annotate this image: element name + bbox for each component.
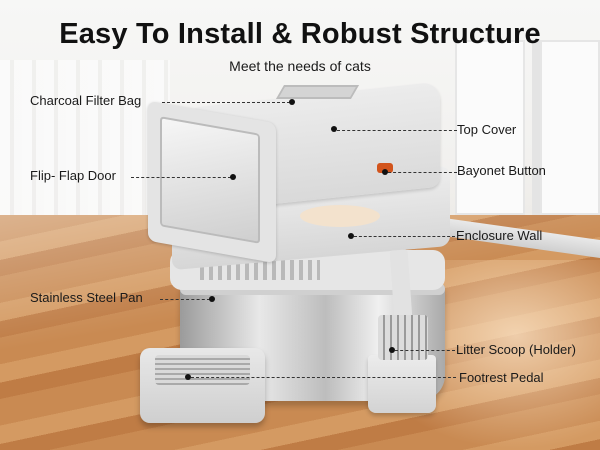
bayonet-button-image — [377, 163, 393, 173]
callout-label-enclosure-wall: Enclosure Wall — [456, 228, 543, 243]
charcoal-filter-bag-image — [275, 85, 360, 99]
callout-label-litter-scoop-holder: Litter Scoop (Holder) — [456, 342, 576, 357]
callout-label-top-cover: Top Cover — [457, 122, 517, 137]
callout-leader-line — [191, 377, 456, 378]
background-window-pane — [540, 40, 600, 215]
callout-dot — [348, 233, 354, 239]
callout-label-charcoal-filter-bag: Charcoal Filter Bag — [30, 93, 142, 108]
callout-dot — [331, 126, 337, 132]
callout-label-bayonet-button: Bayonet Button — [457, 163, 546, 178]
callout-dot — [230, 174, 236, 180]
litter-scoop-blade — [378, 315, 428, 360]
callout-dot — [382, 169, 388, 175]
callout-leader-line — [354, 236, 455, 237]
callout-dot — [185, 374, 191, 380]
callout-leader-line — [395, 350, 455, 351]
callout-leader-line — [337, 130, 457, 131]
callout-label-stainless-steel-pan: Stainless Steel Pan — [30, 290, 143, 305]
background-window-pane — [455, 40, 525, 215]
callout-label-flip-flap-door: Flip- Flap Door — [30, 168, 116, 183]
callout-leader-line — [388, 172, 457, 173]
flip-flap-door-glass — [160, 116, 260, 244]
callout-dot — [209, 296, 215, 302]
callout-label-footrest-pedal: Footrest Pedal — [459, 370, 544, 385]
callout-leader-line — [160, 299, 210, 300]
page-title: Easy To Install & Robust Structure — [59, 18, 541, 50]
callout-leader-line — [162, 102, 290, 103]
page-subtitle: Meet the needs of cats — [229, 58, 371, 74]
background-window-frame — [532, 40, 540, 250]
enclosure-opening — [300, 205, 380, 227]
callout-dot — [389, 347, 395, 353]
background-curtain — [0, 60, 170, 230]
litter-scoop-holder-image — [368, 355, 436, 413]
callout-dot — [289, 99, 295, 105]
callout-leader-line — [131, 177, 231, 178]
footrest-pedal-grid — [155, 355, 250, 385]
